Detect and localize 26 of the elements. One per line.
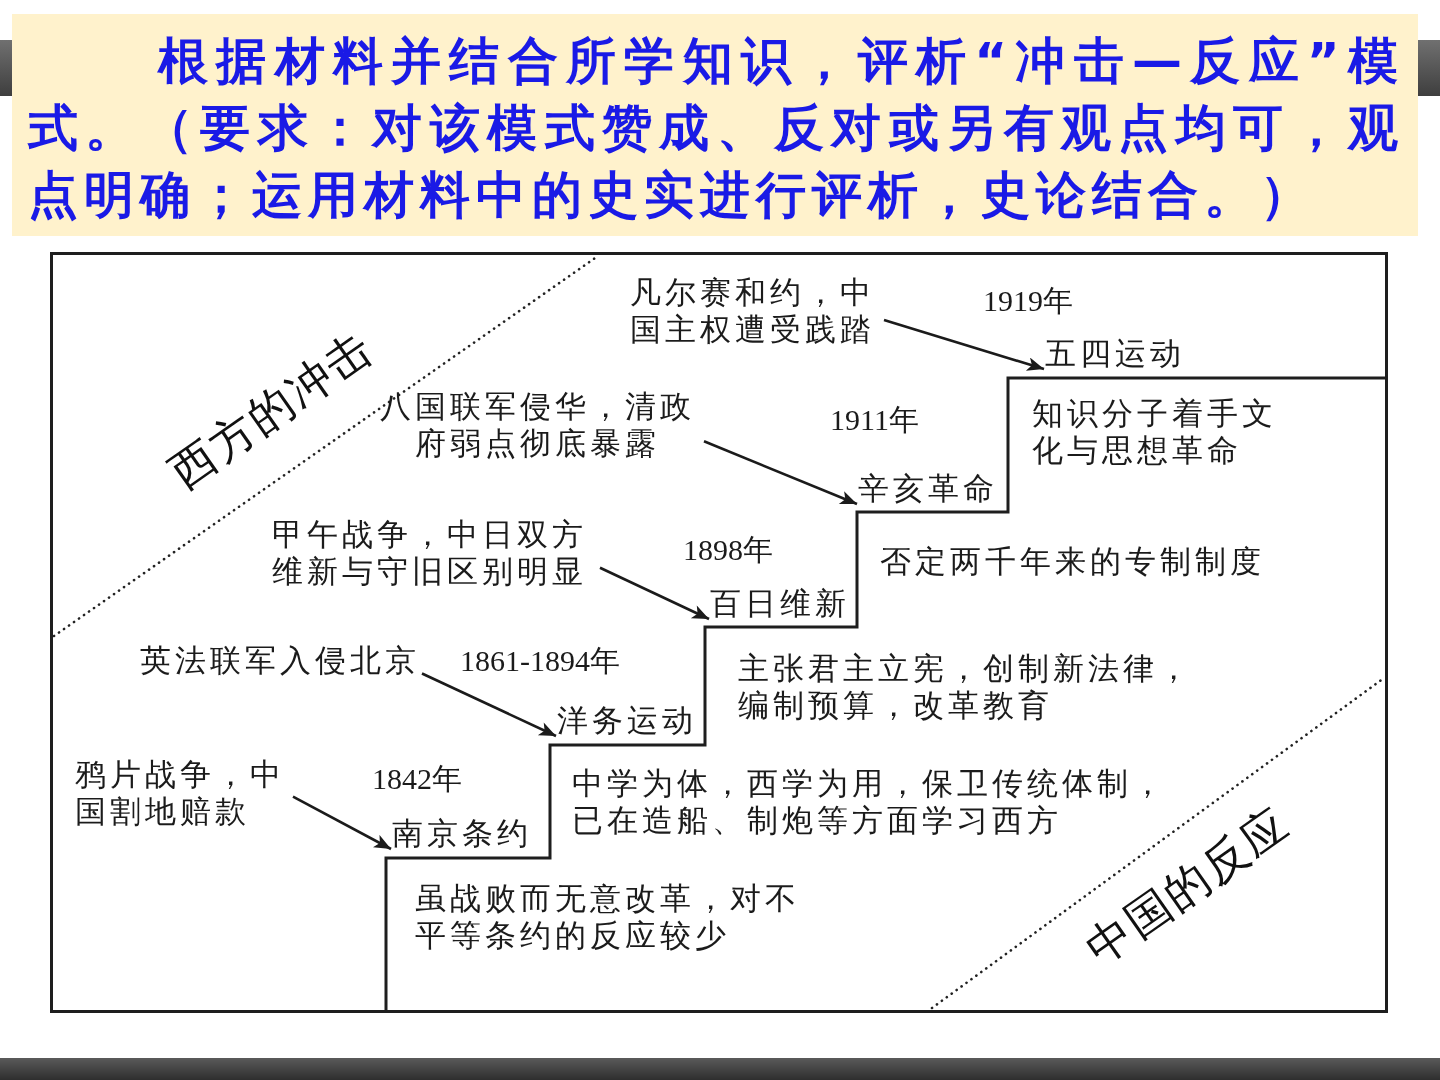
arrow bbox=[421, 672, 557, 738]
response-text: 否定两千年来的专制制度 bbox=[880, 543, 1265, 580]
event-text: 鸦片战争，中国割地赔款 bbox=[75, 756, 291, 830]
arrow bbox=[292, 795, 392, 851]
step-label: 辛亥革命 bbox=[858, 470, 998, 507]
step-label: 南京条约 bbox=[392, 815, 532, 852]
step-label: 五四运动 bbox=[1045, 335, 1185, 372]
event-text: 甲午战争，中日双方维新与守旧区别明显 bbox=[272, 516, 598, 590]
year-label: 1898年 bbox=[683, 533, 773, 567]
event-text: 凡尔赛和约，中国主权遭受践踏 bbox=[630, 274, 882, 348]
arrow bbox=[883, 318, 1045, 371]
question-text: 根据材料并结合所学知识，评析“冲击—反应”模式。（要求：对该模式赞成、反对或另有观点均可，观点明确；运用材料中的史实进行评析，史论结合。） bbox=[28, 31, 1404, 226]
response-text: 知识分子着手文化与思想革命 bbox=[1032, 395, 1278, 469]
response-text: 主张君主立宪，创制新法律，编制预算，改革教育 bbox=[738, 650, 1194, 724]
event-text: 八国联军侵华，清政府弱点彻底暴露 bbox=[372, 388, 702, 462]
year-label: 1911年 bbox=[830, 403, 919, 437]
event-text: 英法联军入侵北京 bbox=[140, 642, 420, 679]
step-label: 百日维新 bbox=[710, 585, 850, 622]
response-text: 虽战败而无意改革，对不平等条约的反应较少 bbox=[415, 880, 801, 954]
arrow bbox=[599, 566, 710, 621]
response-text: 中学为体，西学为用，保卫传统体制，已在造船、制炮等方面学习西方 bbox=[572, 765, 1168, 839]
year-label: 1842年 bbox=[372, 762, 462, 796]
year-label: 1861-1894年 bbox=[460, 644, 620, 678]
step-label: 洋务运动 bbox=[557, 702, 697, 739]
arrow bbox=[703, 440, 858, 506]
year-label: 1919年 bbox=[983, 284, 1073, 318]
